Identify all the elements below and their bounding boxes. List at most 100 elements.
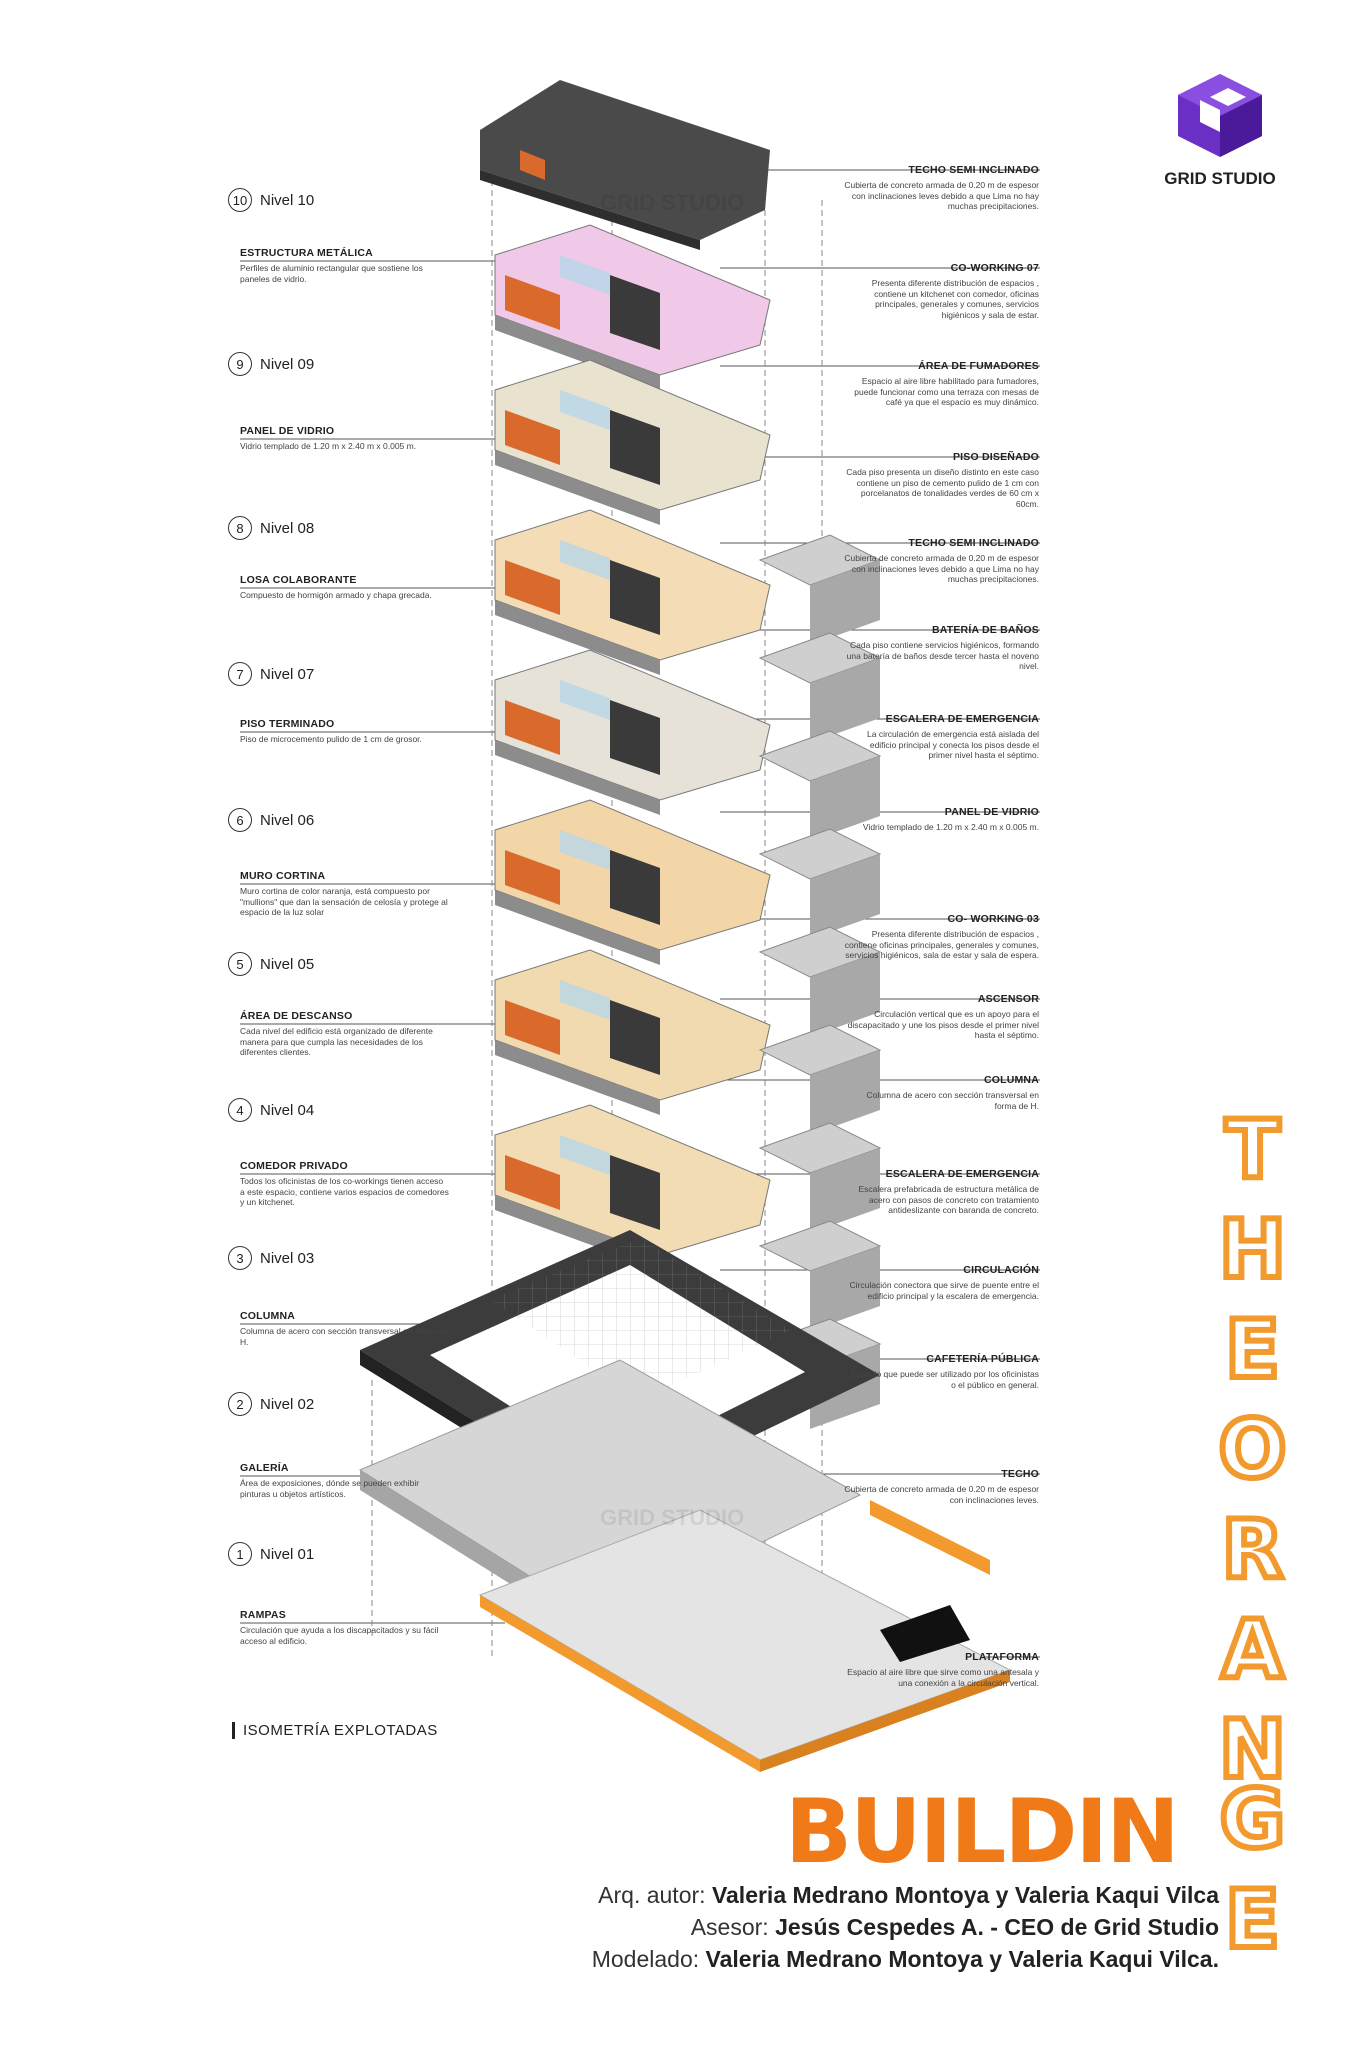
callout-right: ESCALERA DE EMERGENCIA La circulación de … — [844, 713, 1039, 761]
callout-text: Cada piso contiene servicios higiénicos,… — [846, 640, 1039, 672]
stair-wall — [810, 1050, 880, 1135]
callout-text: Área de exposiciones, dónde se pueden ex… — [240, 1478, 420, 1499]
level-number: 8 — [228, 516, 252, 540]
callout-title: TECHO SEMI INCLINADO — [908, 164, 1039, 176]
callout-title: COLUMNA — [240, 1310, 296, 1322]
stair-wall — [810, 1246, 880, 1331]
callout-title: COMEDOR PRIVADO — [240, 1160, 348, 1172]
callout-right: CO- WORKING 03 Presenta diferente distrib… — [844, 913, 1039, 961]
callout-right: ÁREA DE FUMADORES Espacio al aire libre h… — [844, 360, 1039, 408]
level-number: 5 — [228, 952, 252, 976]
level-name: Nivel 10 — [260, 191, 315, 209]
callout-title: CO-WORKING 07 — [950, 262, 1039, 274]
callout-text: Espacio al aire libre habilitado para fu… — [854, 376, 1039, 408]
callout-title: BATERÍA DE BAÑOS — [931, 624, 1039, 636]
svg-text:GRID STUDIO: GRID STUDIO — [600, 190, 744, 215]
level-name: Nivel 07 — [260, 665, 315, 683]
title-vertical-letter: T — [1222, 1103, 1283, 1196]
credit-line: Arq. autor: Valeria Medrano Montoya y Va… — [598, 1882, 1219, 1909]
callout-right: ASCENSOR Circulación vertical que es un a… — [844, 993, 1039, 1041]
callout-left: COMEDOR PRIVADO Todos los oficinistas de … — [240, 1160, 450, 1208]
callout-text: Todos los oficinistas de los co-workings… — [240, 1176, 449, 1208]
callout-title: PISO DISEÑADO — [952, 451, 1039, 463]
callout-right: PANEL DE VIDRIO Vidrio templado de 1.20 m… — [844, 806, 1039, 833]
title-vertical-letter: G — [1217, 1773, 1289, 1866]
callout-title: GALERÍA — [240, 1462, 289, 1474]
level-label: 7 Nivel 07 — [228, 662, 314, 686]
callout-text: Circulación que ayuda a los discapacitad… — [240, 1625, 439, 1646]
callout-title: PANEL DE VIDRIO — [240, 425, 335, 437]
callout-text: Presenta diferente distribución de espac… — [871, 278, 1039, 320]
credit-label: Arq. autor: — [598, 1882, 706, 1908]
level-number: 2 — [228, 1392, 252, 1416]
office-floor-slab — [494, 509, 771, 675]
callout-text: Cubierta de concreto armada de 0.20 m de… — [844, 1484, 1039, 1505]
callout-title: CAFETERÍA PÚBLICA — [926, 1353, 1039, 1365]
callout-text: Vidrio templado de 1.20 m x 2.40 m x 0.0… — [862, 822, 1039, 833]
callout-right: CAFETERÍA PÚBLICA Espacio que puede ser u… — [844, 1353, 1039, 1390]
callout-text: Cubierta de concreto armada de 0.20 m de… — [844, 553, 1039, 585]
callout-text: Muro cortina de color naranja, está comp… — [240, 886, 448, 918]
office-floors — [494, 224, 771, 1270]
callout-text: Circulación conectora que sirve de puent… — [849, 1280, 1039, 1301]
level-name: Nivel 06 — [260, 811, 315, 829]
title-vertical-letter: N — [1216, 1703, 1289, 1796]
stair-wall — [810, 952, 880, 1037]
callout-title: ESCALERA DE EMERGENCIA — [885, 713, 1039, 725]
callout-text: Compuesto de hormigón armado y chapa gre… — [240, 590, 432, 601]
office-floor-slab — [494, 224, 771, 390]
callout-title: PANEL DE VIDRIO — [944, 806, 1039, 818]
credit-line: Modelado: Valeria Medrano Montoya y Vale… — [592, 1946, 1219, 1973]
callout-text: Escalera prefabricada de estructura metá… — [858, 1184, 1039, 1216]
credit-value: Valeria Medrano Montoya y Valeria Kaqui … — [705, 1946, 1219, 1972]
grid-studio-logo: GRID STUDIO — [1150, 70, 1290, 189]
level-label: 10 Nivel 10 — [228, 188, 314, 212]
credit-line: Asesor: Jesús Cespedes A. - CEO de Grid … — [691, 1914, 1219, 1941]
callout-title: MURO CORTINA — [240, 870, 326, 882]
callout-title: COLUMNA — [983, 1074, 1039, 1086]
callout-text: Espacio que puede ser utilizado por los … — [850, 1369, 1039, 1390]
callout-title: PISO TERMINADO — [240, 718, 335, 730]
level-number: 7 — [228, 662, 252, 686]
callout-text: Circulación vertical que es un apoyo par… — [847, 1009, 1039, 1041]
level-name: Nivel 03 — [260, 1249, 315, 1267]
callout-text: Presenta diferente distribución de espac… — [844, 929, 1039, 961]
callout-text: Cada nivel del edificio está organizado … — [240, 1026, 433, 1058]
title-vertical-letter: H — [1216, 1203, 1289, 1296]
callout-title: TECHO SEMI INCLINADO — [908, 537, 1039, 549]
stair-wall — [810, 560, 880, 645]
title-vertical-letter: A — [1219, 1603, 1287, 1696]
logo-name: GRID STUDIO — [1164, 169, 1276, 188]
callout-left: GALERÍA Área de exposiciones, dónde se pu… — [240, 1462, 450, 1499]
level-number: 10 — [228, 188, 252, 212]
callout-title: CO- WORKING 03 — [947, 913, 1039, 925]
title-vertical-letter: E — [1222, 1873, 1283, 1966]
level-name: Nivel 08 — [260, 519, 315, 537]
callout-text: Espacio al aire libre que sirve como una… — [847, 1667, 1039, 1688]
title-vertical-letter: O — [1215, 1403, 1289, 1496]
callout-title: CIRCULACIÓN — [963, 1264, 1039, 1276]
level-label: 8 Nivel 08 — [228, 516, 314, 540]
callout-title: LOSA COLABORANTE — [240, 574, 357, 586]
title-vertical-letter: R — [1219, 1503, 1287, 1596]
callout-title: ASCENSOR — [977, 993, 1039, 1005]
callout-title: PLATAFORMA — [965, 1651, 1039, 1663]
callout-title: ÁREA DE FUMADORES — [918, 360, 1039, 372]
credit-label: Modelado: — [591, 1946, 700, 1972]
callout-text: La circulación de emergencia está aislad… — [867, 729, 1039, 761]
callout-right: TECHO SEMI INCLINADO Cubierta de concreto… — [844, 537, 1039, 585]
